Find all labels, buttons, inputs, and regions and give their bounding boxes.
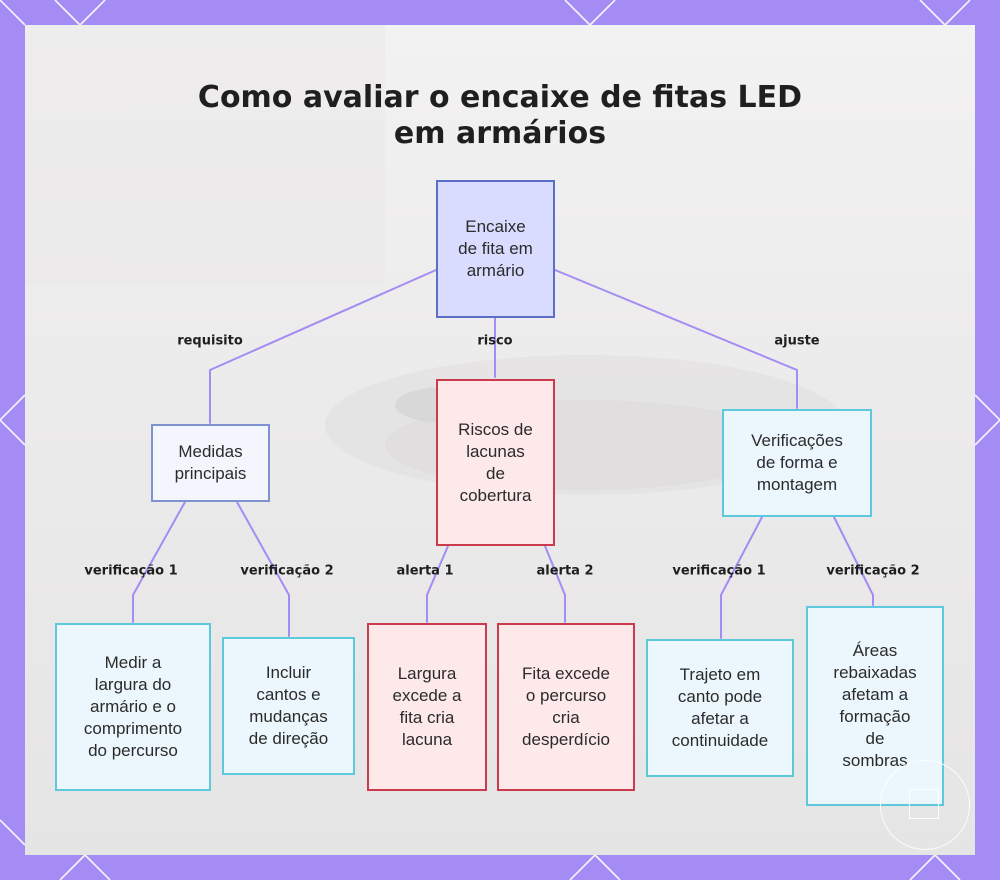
edge-label-alerta-2: alerta 2 — [536, 563, 594, 579]
node-text-line: montagem — [756, 475, 838, 494]
node-text-line: Encaixe — [465, 217, 526, 236]
node-text-line: Medidas — [178, 442, 243, 461]
edge-forma-areas — [833, 516, 874, 606]
node-text-line: desperdício — [522, 730, 610, 749]
node-text-line: formação — [839, 707, 911, 726]
edge-root-medidas — [209, 269, 437, 424]
node-encaixe-fita-armario: Encaixe de fita em armário — [436, 180, 555, 318]
node-text-line: de fita em — [458, 239, 533, 258]
watermark-logo — [880, 760, 970, 850]
node-text-line: Verificações — [751, 431, 843, 450]
edge-label-risco: risco — [477, 333, 513, 349]
node-text-line: Incluir — [265, 663, 312, 682]
node-text-line: Trajeto em — [679, 665, 761, 684]
node-text-line: de — [865, 729, 885, 748]
edge-medidas-cantos — [236, 501, 290, 637]
edge-medidas-medir — [132, 501, 186, 623]
node-text-line: Áreas — [852, 641, 898, 660]
edge-label-requisito: requisito — [177, 333, 243, 349]
edge-label-ajuste: ajuste — [774, 333, 820, 349]
node-incluir-cantos: Incluir cantos e mudanças de direção — [222, 637, 355, 775]
node-text-line: afetar a — [691, 709, 749, 728]
node-text-line: comprimento — [83, 719, 183, 738]
node-text-line: largura do — [94, 675, 172, 694]
edge-label-alerta-1: alerta 1 — [396, 563, 454, 579]
node-text-line: fita cria — [399, 708, 455, 727]
node-text-line: de direção — [248, 729, 329, 748]
edges-layer — [132, 269, 874, 639]
node-fita-excede-percurso: Fita excede o percurso cria desperdício — [497, 623, 635, 791]
node-text-line: excede a — [392, 686, 462, 705]
node-text-line: continuidade — [671, 731, 769, 750]
node-trajeto-canto: Trajeto em canto pode afetar a continuid… — [646, 639, 794, 777]
diagram-title-line-1: Como avaliar o encaixe de fitas LED — [197, 80, 803, 115]
node-text-line: de forma e — [756, 453, 838, 472]
node-text-line: Largura — [397, 664, 457, 683]
node-text-line: cantos e — [256, 685, 321, 704]
node-text-line: lacuna — [401, 730, 453, 749]
node-text-line: lacunas — [466, 441, 525, 461]
diagram-title-line-2: em armários — [393, 116, 607, 151]
edge-label-verificacao-1-medidas: verificação 1 — [84, 563, 178, 579]
node-text-line: armário e o — [90, 697, 176, 716]
node-medir-largura: Medir a largura do armário e o comprimen… — [55, 623, 211, 791]
node-text-line: de — [486, 463, 505, 483]
edge-forma-trajeto — [720, 516, 763, 639]
node-text-line: canto pode — [677, 687, 763, 706]
node-riscos-lacunas-cobertura: Riscos de lacunas de cobertura — [436, 379, 555, 546]
node-text-line: o percurso — [525, 686, 607, 705]
node-text-line: Medir a — [104, 653, 162, 672]
node-text-line: principais — [174, 464, 247, 483]
node-text-line: armário — [466, 261, 525, 280]
edge-riscos-largura — [426, 545, 449, 623]
node-text-line: do percurso — [88, 741, 178, 760]
diagram-card: Como avaliar o encaixe de fitas LED em a… — [25, 25, 975, 855]
node-text-line: mudanças — [249, 707, 328, 726]
diagram-title: Como avaliar o encaixe de fitas LED em a… — [25, 80, 975, 152]
node-text-line: rebaixadas — [833, 663, 917, 682]
node-text-line: Riscos de — [458, 419, 533, 439]
node-text-line: afetam a — [841, 685, 909, 704]
edge-label-verificacao-2-forma: verificação 2 — [826, 563, 920, 579]
node-text-line: Fita excede — [522, 664, 610, 683]
node-text-line: sombras — [842, 751, 908, 770]
edge-label-verificacao-1-forma: verificação 1 — [672, 563, 766, 579]
edge-root-forma — [554, 269, 798, 409]
node-medidas-principais: Medidas principais — [151, 424, 270, 502]
node-largura-excede-fita: Largura excede a fita cria lacuna — [367, 623, 487, 791]
node-text-line: cria — [552, 708, 580, 727]
edge-label-verificacao-2-medidas: verificação 2 — [240, 563, 334, 579]
node-verificacoes-forma-montagem: Verificações de forma e montagem — [722, 409, 872, 517]
watermark-glyph-icon — [909, 789, 939, 819]
node-text-line: cobertura — [459, 485, 532, 505]
edge-riscos-excede — [544, 545, 566, 623]
